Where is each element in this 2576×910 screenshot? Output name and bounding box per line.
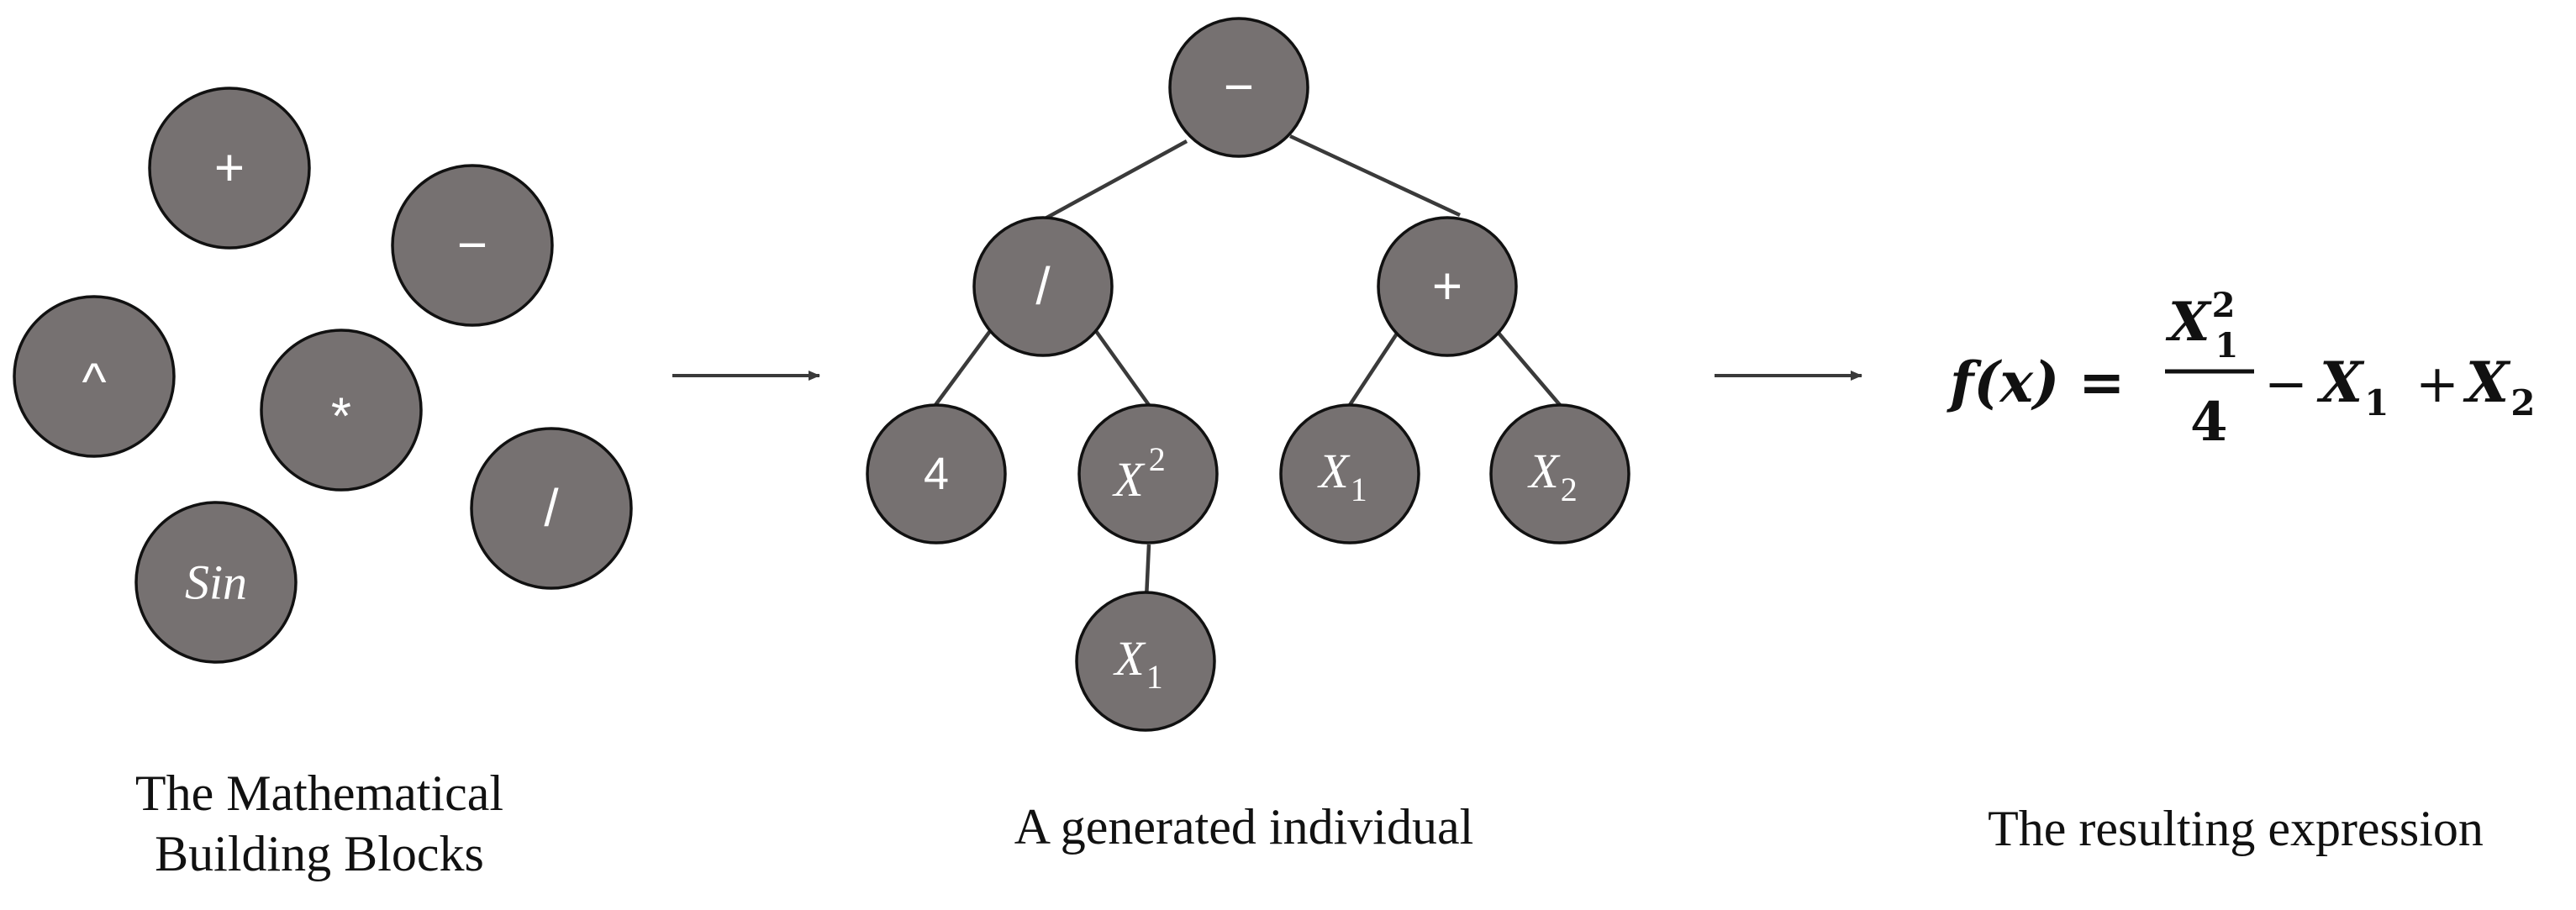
tree-node-add-label: + [1432,258,1462,316]
edge-div-xsq [1094,329,1151,407]
tree-node-x1-leaf-sub: 1 [1146,658,1163,696]
tree-node-x2-base: X [1527,444,1561,498]
tree-node-root-label: − [1224,59,1254,117]
block-minus: − [391,164,554,327]
edge-add-x1 [1348,329,1400,407]
building-blocks: + − ^ * / Sin [13,87,633,664]
block-divide-label: / [544,480,559,538]
tree-node-x1: X1 [1279,403,1420,544]
edge-add-x2 [1495,329,1562,407]
expression-numerator-base: X [2165,291,2212,354]
tree-node-four: 4 [866,403,1007,544]
tree-node-x-squared-sup: 2 [1149,440,1166,478]
expression-term-x1-base: X [2316,350,2365,415]
tree-node-x2-label: X2 [1527,444,1577,508]
tree-node-four-label: 4 [924,449,949,499]
block-sin-label: Sin [185,555,247,610]
tree-node-divide-label: / [1035,258,1051,316]
block-multiply-label: * [331,388,351,446]
expression-lhs: f(x) = [1946,350,2125,415]
tree-node-x1-leaf: X1 [1075,591,1216,732]
tree-node-x1-leaf-label: X1 [1113,631,1162,696]
tree-node-x1-leaf-base: X [1113,631,1146,686]
tree-node-x1-sub: 1 [1351,471,1367,508]
tree-node-x-squared-base: X [1112,452,1146,507]
expression-term-x2: X2 [2463,350,2535,423]
caption-generated-individual: A generated individual [1014,799,1474,855]
caption-building-blocks-line1: The Mathematical [134,765,504,821]
block-divide: / [470,427,633,590]
block-minus-label: − [457,217,487,275]
expression-denominator: 4 [2190,391,2228,454]
expression-op-minus: − [2264,353,2308,414]
block-power: ^ [13,295,176,458]
tree-node-add: + [1377,216,1518,357]
expression-term-x2-base: X [2463,350,2511,415]
block-power-label: ^ [82,354,106,412]
tree-node-root: − [1168,17,1309,158]
tree-node-x2-sub: 2 [1561,471,1578,508]
block-sin: Sin [134,501,298,664]
edge-xsq-x1 [1144,544,1151,599]
expression-numerator-sub: 1 [2215,326,2239,366]
expression-term-x1: X1 [2316,350,2389,423]
caption-resulting-expression: The resulting expression [1988,801,2484,856]
tree-node-x1-base: X [1317,444,1351,498]
edge-root-div [1040,139,1188,222]
edge-root-add [1289,134,1461,218]
tree-node-divide: / [972,216,1114,357]
caption-building-blocks-line2: Building Blocks [155,826,484,881]
expression-numerator-sup: 2 [2212,286,2236,325]
expression-term-x2-sub: 2 [2510,382,2535,423]
edge-div-four [934,329,992,407]
tree-node-x1-label: X1 [1317,444,1367,508]
block-multiply: * [260,329,423,492]
expression-term-x1-sub: 1 [2364,382,2389,423]
caption-building-blocks: The Mathematical Building Blocks [50,763,588,884]
tree-node-x2: X2 [1489,403,1630,544]
block-plus: + [148,87,311,250]
expression-op-plus: + [2415,353,2459,414]
block-plus-label: + [214,139,245,197]
tree-edges [934,134,1562,599]
